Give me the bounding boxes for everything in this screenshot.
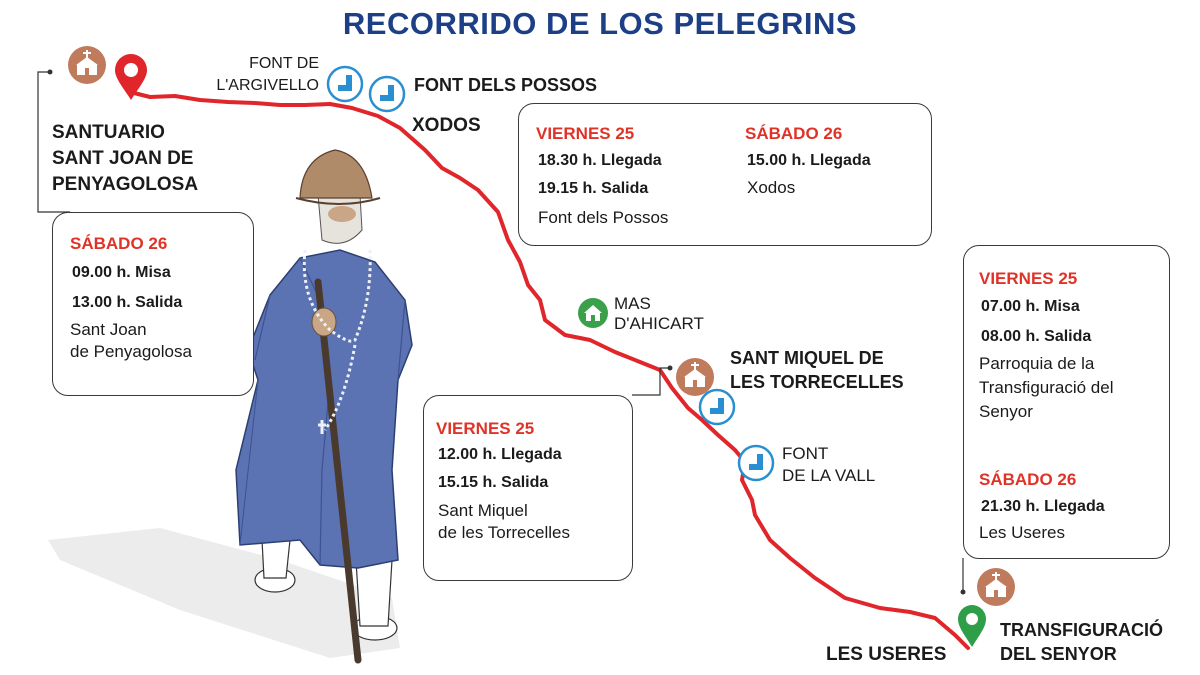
label-font-vall: FONT DE LA VALL [782,444,876,485]
pilgrim-figure [235,149,413,664]
location: Sant Joan de Penyagolosa [70,320,192,361]
schedule-box-torrecelles: VIERNES 25 12.00 h. Llegada 15.15 h. Sal… [423,395,633,581]
day-label: VIERNES 25 [436,419,535,438]
day-label: SÁBADO 26 [745,124,843,143]
schedule-box-penyagolosa: SÁBADO 26 09.00 h. Misa 13.00 h. Salida … [52,212,254,396]
label-font-possos: FONT DELS POSSOS [414,75,598,95]
schedule-box-useres: VIERNES 25 07.00 h. Misa 08.00 h. Salida… [963,245,1170,559]
event: 15.15 h. Salida [438,474,549,491]
label-xodos: XODOS [412,115,481,136]
page-title: RECORRIDO DE LOS PELEGRINS [342,6,858,41]
label-les-useres: LES USERES [826,644,947,665]
event: 18.30 h. Llegada [538,152,662,169]
location: Les Useres [979,523,1065,542]
church-icon [676,358,714,396]
event: 08.00 h. Salida [981,328,1092,345]
event: 12.00 h. Llegada [438,446,562,463]
location-pin-icon [115,54,147,100]
label-sant-miquel: SANT MIQUEL DE LES TORRECELLES [730,348,904,392]
label-font-argivello: FONT DE L'ARGIVELLO [216,55,319,94]
water-fountain-icon [368,75,406,113]
event: 09.00 h. Misa [72,264,171,281]
location-pin-icon [958,605,986,647]
location: Sant Miquel de les Torrecelles [438,501,570,542]
water-fountain-icon [698,388,736,426]
day-label: VIERNES 25 [979,269,1078,288]
connector-santuario [37,71,70,213]
day-label: VIERNES 25 [536,124,635,143]
location: Xodos [747,178,796,197]
church-icon [977,568,1015,606]
event: 13.00 h. Salida [72,294,183,311]
location: Font dels Possos [538,208,669,227]
label-mas-ahicart: MAS D'AHICART [614,294,704,333]
label-transfiguracio: TRANSFIGURACIÓ DEL SENYOR [1000,620,1163,664]
event: 19.15 h. Salida [538,180,649,197]
route-line [128,90,970,650]
location: Parroquia de la Transfiguració del Senyo… [979,354,1114,421]
event: 07.00 h. Misa [981,298,1080,315]
water-fountain-icon [326,65,364,103]
water-fountain-icon [737,444,775,482]
schedule-box-xodos: VIERNES 25 18.30 h. Llegada 19.15 h. Sal… [518,103,932,246]
church-icon [68,46,106,84]
label-santuario: SANTUARIO SANT JOAN DE PENYAGOLOSA [52,122,199,195]
connector-torrecelles [632,367,670,396]
event: 15.00 h. Llegada [747,152,871,169]
farmhouse-icon [578,298,608,328]
pilgrim-shadow [48,528,400,658]
day-label: SÁBADO 26 [979,470,1077,489]
event: 21.30 h. Llegada [981,498,1105,515]
day-label: SÁBADO 26 [70,234,168,253]
